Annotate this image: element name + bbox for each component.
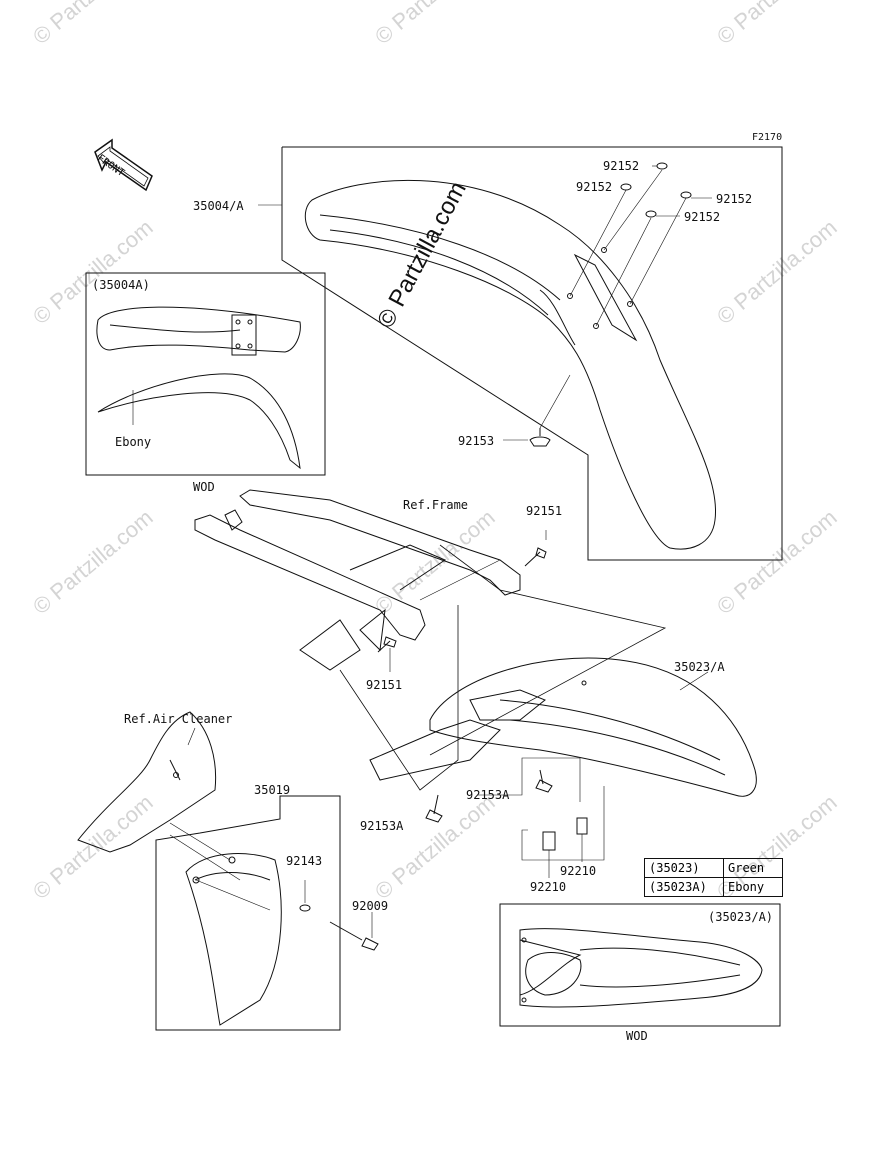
part-label-92210-left: 92210 xyxy=(530,880,567,894)
part-label-92152: 92152 xyxy=(603,159,640,173)
ref-air-cleaner-label: Ref.Air Cleaner xyxy=(124,712,233,726)
part-label-35004A-inset: (35004A) xyxy=(92,278,150,292)
mud-flap-box xyxy=(155,795,341,1031)
part-label-92152: 92152 xyxy=(684,210,721,224)
table-cell-color: Green xyxy=(723,858,783,878)
part-label-92153A-left: 92153A xyxy=(360,819,404,833)
front-fender xyxy=(304,179,717,550)
table-cell-part: (35023A) xyxy=(644,877,724,897)
part-label-92210-right: 92210 xyxy=(560,864,597,878)
ref-frame-label: Ref.Frame xyxy=(403,498,469,512)
part-label-92152: 92152 xyxy=(716,192,753,206)
front-arrow-icon xyxy=(94,138,153,192)
part-label-92009: 92009 xyxy=(352,899,389,913)
part-label-92153A-right: 92153A xyxy=(466,788,510,802)
part-label-35004-a: 35004/A xyxy=(193,199,244,213)
wod-label-left: WOD xyxy=(193,480,215,494)
part-label-92152: 92152 xyxy=(576,180,613,194)
part-label-35023-a: 35023/A xyxy=(674,660,725,674)
inset-35004A xyxy=(85,272,326,476)
inset-35023A xyxy=(499,903,781,1027)
table-cell-color: Ebony xyxy=(723,877,783,897)
part-label-92153: 92153 xyxy=(458,434,495,448)
table-row: (35023) Green xyxy=(644,858,783,878)
rear-subframe xyxy=(194,489,521,671)
front-fender-box xyxy=(281,146,783,561)
part-label-35023A-inset: (35023/A) xyxy=(708,910,774,924)
table-row: (35023A) Ebony xyxy=(644,877,783,897)
color-variant-table: (35023) Green (35023A) Ebony xyxy=(644,858,783,897)
part-label-35019: 35019 xyxy=(254,783,291,797)
ebony-callout: Ebony xyxy=(115,435,152,449)
table-cell-part: (35023) xyxy=(644,858,724,878)
rear-fender xyxy=(369,657,757,797)
wod-label-right: WOD xyxy=(626,1029,648,1043)
diagram-code: F2170 xyxy=(752,132,783,143)
part-label-92151-top: 92151 xyxy=(526,504,563,518)
part-label-92151-left: 92151 xyxy=(366,678,403,692)
part-label-92143: 92143 xyxy=(286,854,323,868)
